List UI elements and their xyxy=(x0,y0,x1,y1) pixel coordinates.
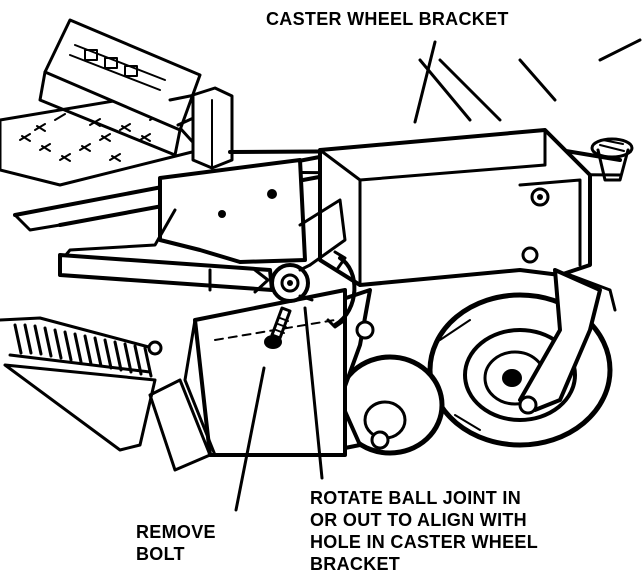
remove-bolt-label-line: REMOVE xyxy=(136,522,216,542)
frame-post xyxy=(191,86,234,170)
caster-fork xyxy=(518,268,617,415)
caster-wheel-bracket-label: CASTER WHEEL BRACKET xyxy=(266,9,509,29)
remove-bolt-label: REMOVE BOLT xyxy=(136,521,216,565)
ball-joint xyxy=(270,263,314,303)
bolt xyxy=(264,306,292,349)
remove-bolt-label-line: BOLT xyxy=(136,544,185,564)
rotate-label-line: BRACKET xyxy=(310,554,401,574)
rotate-label-line: OR OUT TO ALIGN WITH xyxy=(310,510,527,530)
spring xyxy=(0,316,163,452)
control-console xyxy=(38,18,202,157)
leader-lines xyxy=(234,40,437,512)
rotate-label-line: ROTATE BALL JOINT IN xyxy=(310,488,521,508)
rotate-ball-joint-label: ROTATE BALL JOINT IN OR OUT TO ALIGN WIT… xyxy=(310,487,538,575)
rotate-label-line: HOLE IN CASTER WHEEL xyxy=(310,532,539,552)
grease-fitting xyxy=(590,137,634,182)
mower-deck xyxy=(148,288,347,472)
rotation-arrow xyxy=(326,250,357,329)
